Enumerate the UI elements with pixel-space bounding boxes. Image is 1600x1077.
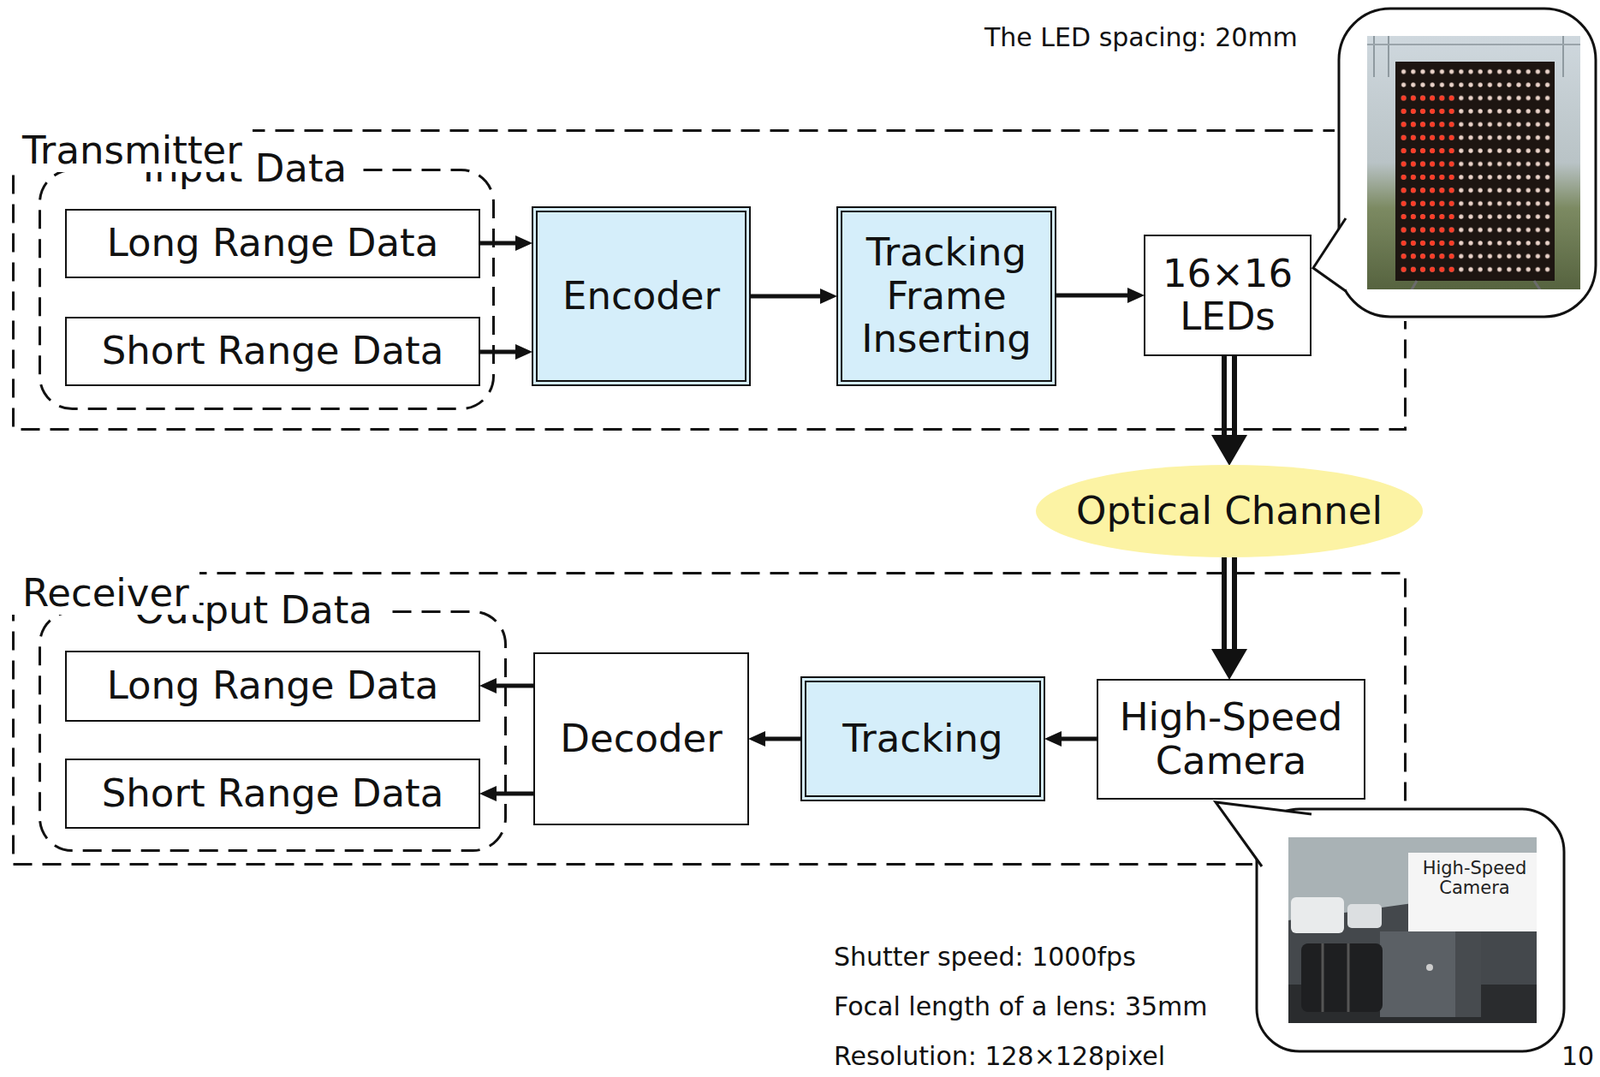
led-panel-photo xyxy=(1367,35,1581,290)
connector-group xyxy=(765,738,801,740)
box-label: Decoder xyxy=(543,717,739,761)
process-box: Decoder xyxy=(533,652,750,826)
connector-group xyxy=(1229,356,1231,435)
label-wrap: Focal length of a lens: 35mm xyxy=(833,992,1208,1023)
double-arrow-gap xyxy=(1226,356,1232,435)
led-board xyxy=(1395,61,1555,281)
stand-leg xyxy=(1534,280,1541,290)
parked-car xyxy=(1347,904,1382,928)
arrow-line xyxy=(496,791,534,797)
spec-text: Resolution: 128×128pixel xyxy=(833,1041,1166,1072)
spec-text: Focal length of a lens: 35mm xyxy=(833,992,1208,1023)
double-arrow-gap xyxy=(1226,557,1232,649)
callout-bubble xyxy=(1338,8,1596,317)
box-label: High-Speed Camera xyxy=(1106,695,1356,783)
box-label: Encoder xyxy=(546,274,737,318)
label-wrap: 10 xyxy=(1561,1041,1595,1072)
box-label: 16×16 LEDs xyxy=(1152,252,1303,340)
box-label: Long Range Data xyxy=(75,664,470,708)
arrow-line xyxy=(480,350,516,355)
camera-body xyxy=(1379,931,1482,1018)
double-arrow xyxy=(1221,557,1238,649)
connector-group xyxy=(496,685,534,687)
page-number: 10 xyxy=(1561,1041,1595,1072)
dashed-frame xyxy=(40,612,506,851)
connector-group xyxy=(1229,557,1231,649)
dashed-frame xyxy=(40,170,494,410)
fence-post xyxy=(1387,35,1390,78)
box-label: Tracking xyxy=(814,717,1031,761)
box-label: Short Range Data xyxy=(75,329,470,373)
photo-background xyxy=(1367,35,1581,290)
led-grid xyxy=(1398,65,1553,276)
double-arrow xyxy=(1221,356,1238,435)
lens-ring xyxy=(1321,943,1325,1012)
parked-van xyxy=(1290,897,1345,934)
lens-ring xyxy=(1347,943,1351,1012)
callout-bubble xyxy=(1256,808,1565,1052)
process-box: Long Range Data xyxy=(65,208,481,279)
connector-group xyxy=(750,296,821,298)
process-box: Long Range Data xyxy=(65,650,481,722)
arrow-line xyxy=(750,294,821,299)
process-box: 16×16 LEDs xyxy=(1143,234,1312,357)
connector-group xyxy=(1061,738,1097,740)
process-box: Short Range Data xyxy=(65,758,481,829)
camera-led xyxy=(1426,963,1434,971)
label-wrap: High-Speed Camera xyxy=(1413,858,1536,899)
spec-text: Shutter speed: 1000fps xyxy=(833,942,1137,973)
arrow-line xyxy=(480,241,516,246)
arrow-line xyxy=(1061,737,1097,742)
group-heading: Receiver xyxy=(11,571,200,615)
box-label: Short Range Data xyxy=(75,772,470,815)
dashed-frame xyxy=(13,130,1406,430)
channel-label: Optical Channel xyxy=(1070,489,1389,533)
ellipse-fill xyxy=(1035,464,1423,558)
camera-side xyxy=(1455,931,1482,1018)
led-grid-lit xyxy=(1398,91,1457,277)
annotation-text: The LED spacing: 20mm xyxy=(984,23,1298,54)
heading-wrap: Transmitter xyxy=(11,129,253,173)
label-wrap: The LED spacing: 20mm xyxy=(984,23,1298,54)
group-frame: Long Range DataShort Range DataOutput Da… xyxy=(38,610,507,852)
connector-group xyxy=(1056,295,1128,297)
label-wrap: Resolution: 128×128pixel xyxy=(833,1041,1166,1072)
connector-group xyxy=(496,793,534,795)
callout-tail xyxy=(1313,218,1346,292)
process-box: Tracking xyxy=(800,676,1046,802)
camera-photo xyxy=(1288,837,1537,1024)
arrow-line xyxy=(496,684,534,689)
process-box: Tracking Frame Inserting xyxy=(836,206,1057,387)
heading-wrap: Receiver xyxy=(11,571,200,615)
fence-post xyxy=(1373,35,1375,78)
connector-group xyxy=(480,351,516,353)
group-frame: Long Range DataShort Range DataOutput Da… xyxy=(11,571,1407,866)
photo-caption: High-Speed Camera xyxy=(1413,858,1536,899)
label-wrap: Shutter speed: 1000fps xyxy=(833,942,1137,973)
process-box: High-Speed Camera xyxy=(1096,678,1366,800)
led-callout xyxy=(1313,8,1596,317)
dashed-frame xyxy=(13,573,1406,865)
box-label: Long Range Data xyxy=(75,221,470,265)
paper-card xyxy=(1408,852,1537,932)
arrow-line xyxy=(765,737,801,742)
fence-post xyxy=(1562,35,1565,78)
process-box: Encoder xyxy=(531,206,751,387)
box-label: Tracking Frame Inserting xyxy=(850,231,1042,361)
process-box: Short Range Data xyxy=(65,316,481,387)
group-frame: Long Range DataShort Range DataInput Dat… xyxy=(38,168,495,411)
arrow-line xyxy=(1056,293,1128,298)
group-heading: Transmitter xyxy=(11,129,253,173)
camera-callout xyxy=(1215,802,1565,1052)
channel-ellipse: Optical Channel xyxy=(1035,464,1423,558)
car-interior xyxy=(1288,837,1537,1024)
group-frame: Long Range DataShort Range DataInput Dat… xyxy=(11,129,1407,431)
connector-group xyxy=(480,243,516,244)
fence-rail xyxy=(1367,43,1581,46)
stand-leg xyxy=(1410,280,1417,290)
camera-lens xyxy=(1301,943,1383,1012)
